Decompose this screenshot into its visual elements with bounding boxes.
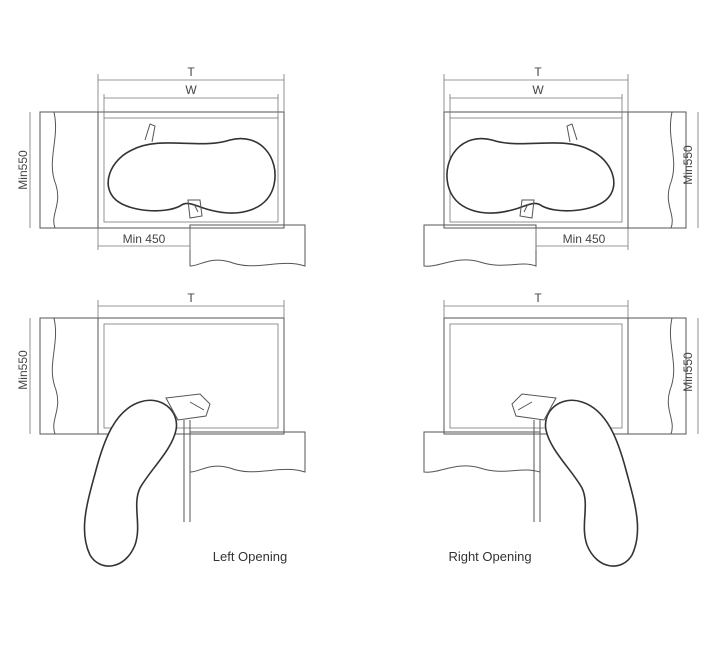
dim-min550-label: Min550: [16, 150, 30, 190]
left-opening-caption: Left Opening: [213, 549, 287, 564]
dim-w-label: W: [185, 83, 197, 97]
corner-cabinet: [443, 317, 629, 435]
dim-t-label: T: [187, 291, 195, 305]
hinge-mechanism: [165, 393, 211, 421]
front-panel: [423, 431, 541, 473]
side-cabinet: [627, 111, 687, 229]
kidney-tray: [544, 399, 639, 567]
kidney-tray: [107, 137, 276, 214]
right-opening-caption: Right Opening: [448, 549, 531, 564]
dim-min450-label: Min 450: [123, 232, 166, 246]
corner-cabinet: [97, 317, 285, 435]
dim-min550-label: Min550: [681, 145, 695, 185]
front-panel: [423, 224, 537, 267]
dim-w-label: W: [532, 83, 544, 97]
dim-min550-label: Min550: [16, 350, 30, 390]
kidney-tray: [446, 137, 615, 214]
top-right-view: T W Min550 Min 450: [423, 65, 699, 267]
dim-t-label: T: [534, 65, 542, 79]
front-panel: [189, 431, 306, 473]
dim-t-label: T: [534, 291, 542, 305]
hinge-mechanism: [511, 393, 557, 421]
top-left-view: T W Min550 Min 450: [16, 65, 306, 267]
side-cabinet: [39, 111, 99, 229]
side-cabinet: [39, 317, 99, 435]
side-cabinet: [627, 317, 687, 435]
bottom-left-view: T Min550 Left Opening: [16, 291, 306, 567]
corner-cabinet: [97, 111, 285, 229]
dim-min550-label: Min550: [681, 352, 695, 392]
bottom-right-view: T Min550 Right Opening: [423, 291, 699, 567]
front-panel: [189, 224, 306, 267]
dim-min450-label: Min 450: [563, 232, 606, 246]
hinge-mechanism: [144, 123, 203, 219]
hinge-mechanism: [519, 123, 578, 219]
dim-t-label: T: [187, 65, 195, 79]
kidney-tray: [83, 399, 178, 567]
